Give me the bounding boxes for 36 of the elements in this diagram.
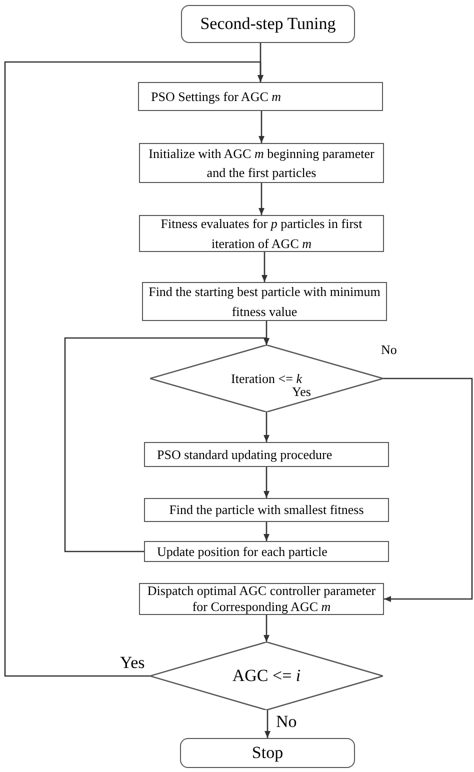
process-box bbox=[138, 82, 383, 111]
arrow bbox=[383, 378, 473, 602]
node-text: Initialize with AGC m beginning parameter and the first particles bbox=[148, 144, 376, 182]
node-text: Second-step Tuning bbox=[199, 13, 337, 36]
decision-diamond bbox=[150, 642, 383, 710]
process-box bbox=[144, 541, 389, 562]
node-text: Fitness evaluates for p particles in first iteration of AGC m bbox=[160, 215, 364, 252]
edge-label: No bbox=[381, 343, 397, 356]
arrow bbox=[264, 467, 270, 498]
arrow bbox=[262, 252, 268, 282]
arrow bbox=[258, 111, 264, 143]
node-text: PSO Settings for AGC m bbox=[150, 88, 282, 106]
node-text: Dispatch optimal AGC controller parameter for Corresponding AGC m bbox=[146, 582, 377, 616]
arrow bbox=[4, 61, 264, 677]
arrow bbox=[264, 615, 270, 642]
node-text: Stop bbox=[250, 742, 284, 764]
process-box bbox=[144, 442, 389, 467]
decision-diamond bbox=[150, 345, 383, 412]
arrow bbox=[258, 183, 264, 215]
node-text: AGC <= i bbox=[231, 665, 302, 688]
arrow bbox=[264, 412, 270, 442]
node-text: PSO standard updating procedure bbox=[156, 446, 334, 464]
process-box bbox=[139, 215, 384, 252]
edge-label: No bbox=[276, 713, 297, 730]
edge-label: Yes bbox=[120, 654, 145, 671]
node-text: Find the particle with smallest fitness bbox=[168, 501, 365, 520]
edge-label: Yes bbox=[292, 385, 311, 398]
node-text: Find the starting best particle with minimum fitness value bbox=[148, 283, 382, 320]
terminal-box bbox=[181, 5, 355, 43]
process-box bbox=[144, 498, 389, 522]
node-text: Iteration <= k bbox=[230, 370, 304, 388]
arrow bbox=[64, 337, 270, 552]
terminal-box bbox=[180, 738, 355, 768]
node-text: Update position for each particle bbox=[156, 542, 328, 561]
arrow bbox=[264, 522, 270, 541]
arrow bbox=[264, 710, 270, 738]
